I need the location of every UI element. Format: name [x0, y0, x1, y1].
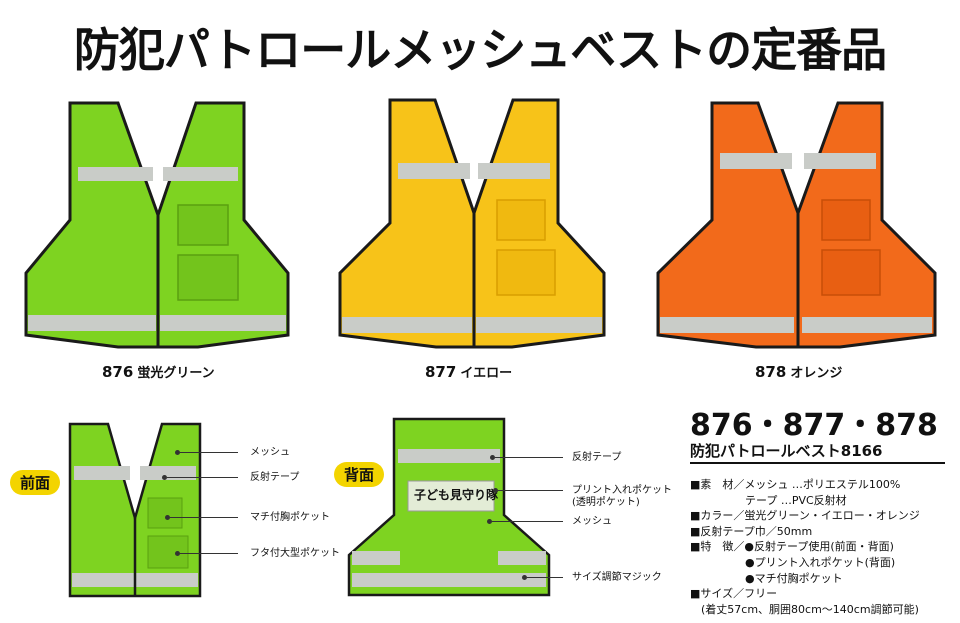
- vest-877-image: [338, 98, 606, 349]
- leader-line: [180, 553, 238, 554]
- leader-dot: [175, 450, 180, 455]
- callout-reflective-tape: 反射テープ: [250, 472, 300, 483]
- leader-line: [170, 517, 238, 518]
- leader-dot: [493, 488, 498, 493]
- callout-size-adjust: サイズ調節マジック: [572, 572, 662, 583]
- leader-line: [498, 490, 563, 491]
- product-color-name: 蛍光グリーン: [137, 366, 215, 381]
- back-vest-image: [347, 417, 551, 597]
- callout-back-reflective-tape: 反射テープ: [572, 452, 622, 463]
- spec-line: (着丈57cm、胴囲80cm〜140cm調節可能): [690, 602, 919, 616]
- leader-line: [527, 577, 563, 578]
- leader-dot: [490, 455, 495, 460]
- spec-line: ●マチ付胸ポケット: [690, 571, 843, 585]
- back-badge: 背面: [334, 462, 385, 487]
- leader-dot: [162, 475, 167, 480]
- front-vest-image: [68, 422, 202, 598]
- product-color-name: オレンジ: [790, 366, 843, 381]
- leader-line: [495, 457, 563, 458]
- spec-divider: [690, 462, 945, 464]
- spec-line: テープ …PVC反射材: [690, 493, 847, 507]
- callout-print-pocket-note: (透明ポケット): [572, 497, 640, 508]
- spec-line: ■特 徴／●反射テープ使用(前面・背面): [690, 540, 894, 554]
- product-color-name: イエロー: [460, 366, 513, 381]
- spec-list: ■素 材／メッシュ …ポリエステル100% テープ …PVC反射材 ■カラー／蛍…: [690, 477, 920, 617]
- leader-line: [167, 477, 238, 478]
- spec-line: ■カラー／蛍光グリーン・イエロー・オレンジ: [690, 509, 920, 523]
- page-title: 防犯パトロールメッシュベストの定番品: [73, 23, 887, 77]
- back-pocket-text: 子ども見守り隊: [414, 488, 499, 502]
- spec-model-numbers: 876・877・878: [690, 408, 938, 443]
- vest-876-image: [24, 101, 290, 349]
- callout-back-mesh: メッシュ: [572, 516, 612, 527]
- spec-line: ■素 材／メッシュ …ポリエステル100%: [690, 478, 901, 491]
- spec-line: ■反射テープ巾／50mm: [690, 524, 813, 538]
- leader-dot: [522, 575, 527, 580]
- product-code: 876: [102, 363, 134, 381]
- product-code: 877: [425, 363, 457, 381]
- callout-chest-pocket: マチ付胸ポケット: [250, 512, 330, 523]
- leader-line: [180, 452, 238, 453]
- callout-mesh: メッシュ: [250, 447, 290, 458]
- spec-line: ●プリント入れポケット(背面): [690, 555, 896, 569]
- product-code: 878: [755, 363, 787, 381]
- callout-print-pocket: プリント入れポケット: [572, 485, 672, 496]
- leader-dot: [487, 519, 492, 524]
- front-badge: 前面: [10, 470, 61, 495]
- callout-large-pocket: フタ付大型ポケット: [250, 548, 340, 559]
- vest-878-image: [656, 101, 937, 349]
- leader-dot: [175, 551, 180, 556]
- spec-line: ■サイズ／フリー: [690, 587, 778, 601]
- leader-line: [492, 521, 563, 522]
- spec-product-name: 防犯パトロールベスト8166: [690, 442, 883, 460]
- leader-dot: [165, 515, 170, 520]
